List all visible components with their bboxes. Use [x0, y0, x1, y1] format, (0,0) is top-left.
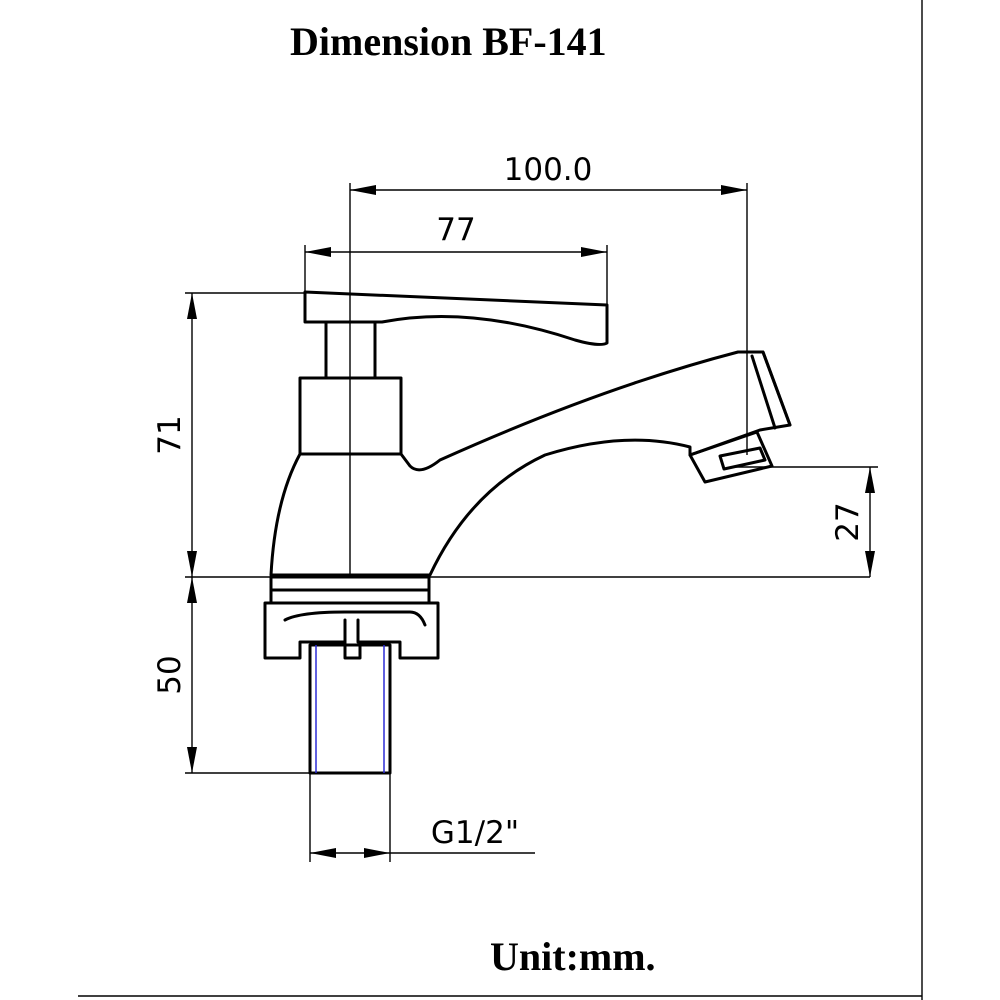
spout-tip-inner: [750, 354, 777, 430]
arrow-27-top: [865, 467, 875, 493]
arrow-77-right: [581, 247, 607, 257]
aerator-nozzle: [718, 446, 767, 471]
body-spout: [269, 350, 792, 577]
arrow-100-left: [350, 185, 376, 195]
dim-label-handle-length: 77: [436, 212, 475, 248]
dim-label-shank-length: 50: [152, 655, 188, 694]
washer-1: [269, 575, 431, 592]
dim-label-spout-height: 27: [830, 502, 866, 541]
washer-2: [269, 588, 431, 605]
aerator: [688, 430, 774, 484]
shank: [308, 643, 392, 775]
dim-label-total-length: 100.0: [504, 152, 593, 188]
dim-label-thread: G1/2": [431, 815, 519, 851]
dimension-lines: [185, 183, 878, 862]
faucet-outline: [263, 290, 792, 775]
nut-inner: [283, 610, 427, 627]
arrow-27-bottom: [865, 551, 875, 577]
arrow-thread-left: [310, 848, 336, 858]
arrow-71-top: [187, 293, 197, 319]
arrow-50-top: [187, 577, 197, 603]
arrow-100-right: [721, 185, 747, 195]
unit-label: Unit:mm.: [490, 934, 656, 979]
arrow-77-left: [305, 247, 331, 257]
spout-tip: [761, 350, 792, 427]
locking-nut: [263, 601, 440, 660]
arrow-71-bottom: [187, 551, 197, 577]
arrow-50-bottom: [187, 747, 197, 773]
dim-label-height: 71: [152, 415, 188, 454]
arrow-thread-right: [364, 848, 390, 858]
page-title: Dimension BF-141: [290, 19, 607, 64]
handle-lever: [303, 290, 609, 346]
